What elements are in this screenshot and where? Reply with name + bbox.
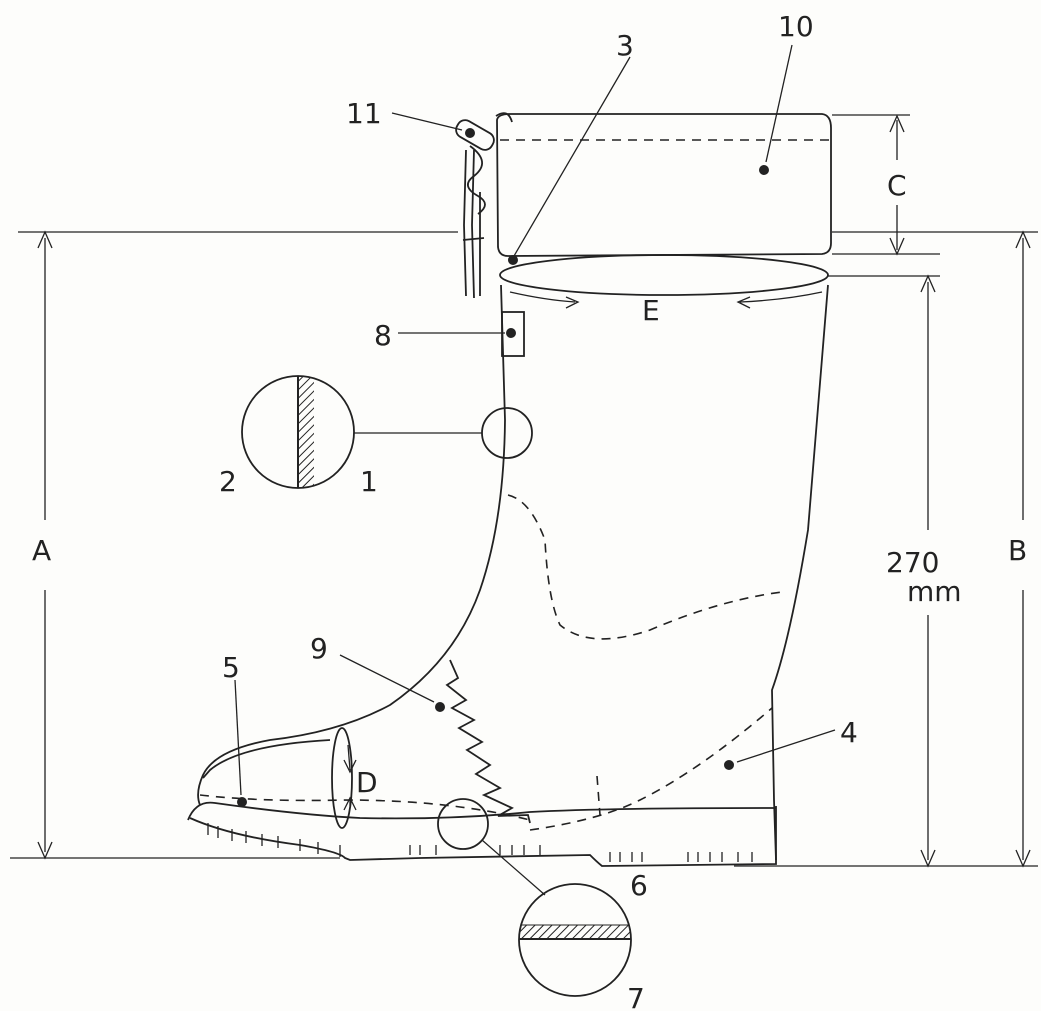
label-9: 9 — [310, 632, 328, 665]
label-5: 5 — [222, 651, 240, 684]
dim-label-B: B — [1008, 534, 1027, 567]
cuff — [496, 113, 832, 296]
toe-height-arrows — [343, 744, 357, 811]
dimension-lines — [10, 114, 1038, 868]
label-1: 1 — [360, 465, 378, 498]
label-7: 7 — [627, 982, 645, 1011]
dim-label-E: E — [642, 294, 660, 327]
label-4: 4 — [840, 716, 858, 749]
label-2: 2 — [219, 465, 237, 498]
detail-circle-material — [241, 375, 482, 489]
sole — [187, 798, 777, 896]
label-11: 11 — [346, 97, 382, 130]
label-10: 10 — [778, 10, 814, 43]
drawstring-toggle — [455, 112, 513, 299]
sole-tread — [207, 823, 753, 862]
label-3: 3 — [616, 29, 634, 62]
leader-lines — [234, 44, 836, 807]
dim-height-unit: mm — [907, 575, 962, 608]
dim-height-value: 270 — [886, 546, 939, 579]
dimension-labels: A B C D E 270 mm — [32, 169, 1027, 799]
detail-circle-sole — [518, 883, 632, 997]
part-labels: 1 2 3 4 5 6 7 8 9 10 11 — [219, 10, 858, 1011]
dim-label-A: A — [32, 534, 51, 567]
dim-label-C: C — [887, 169, 907, 202]
dim-label-D: D — [356, 766, 378, 799]
circumference-arrows — [509, 291, 823, 309]
label-8: 8 — [374, 319, 392, 352]
label-6: 6 — [630, 869, 648, 902]
boot-shaft — [197, 284, 829, 861]
